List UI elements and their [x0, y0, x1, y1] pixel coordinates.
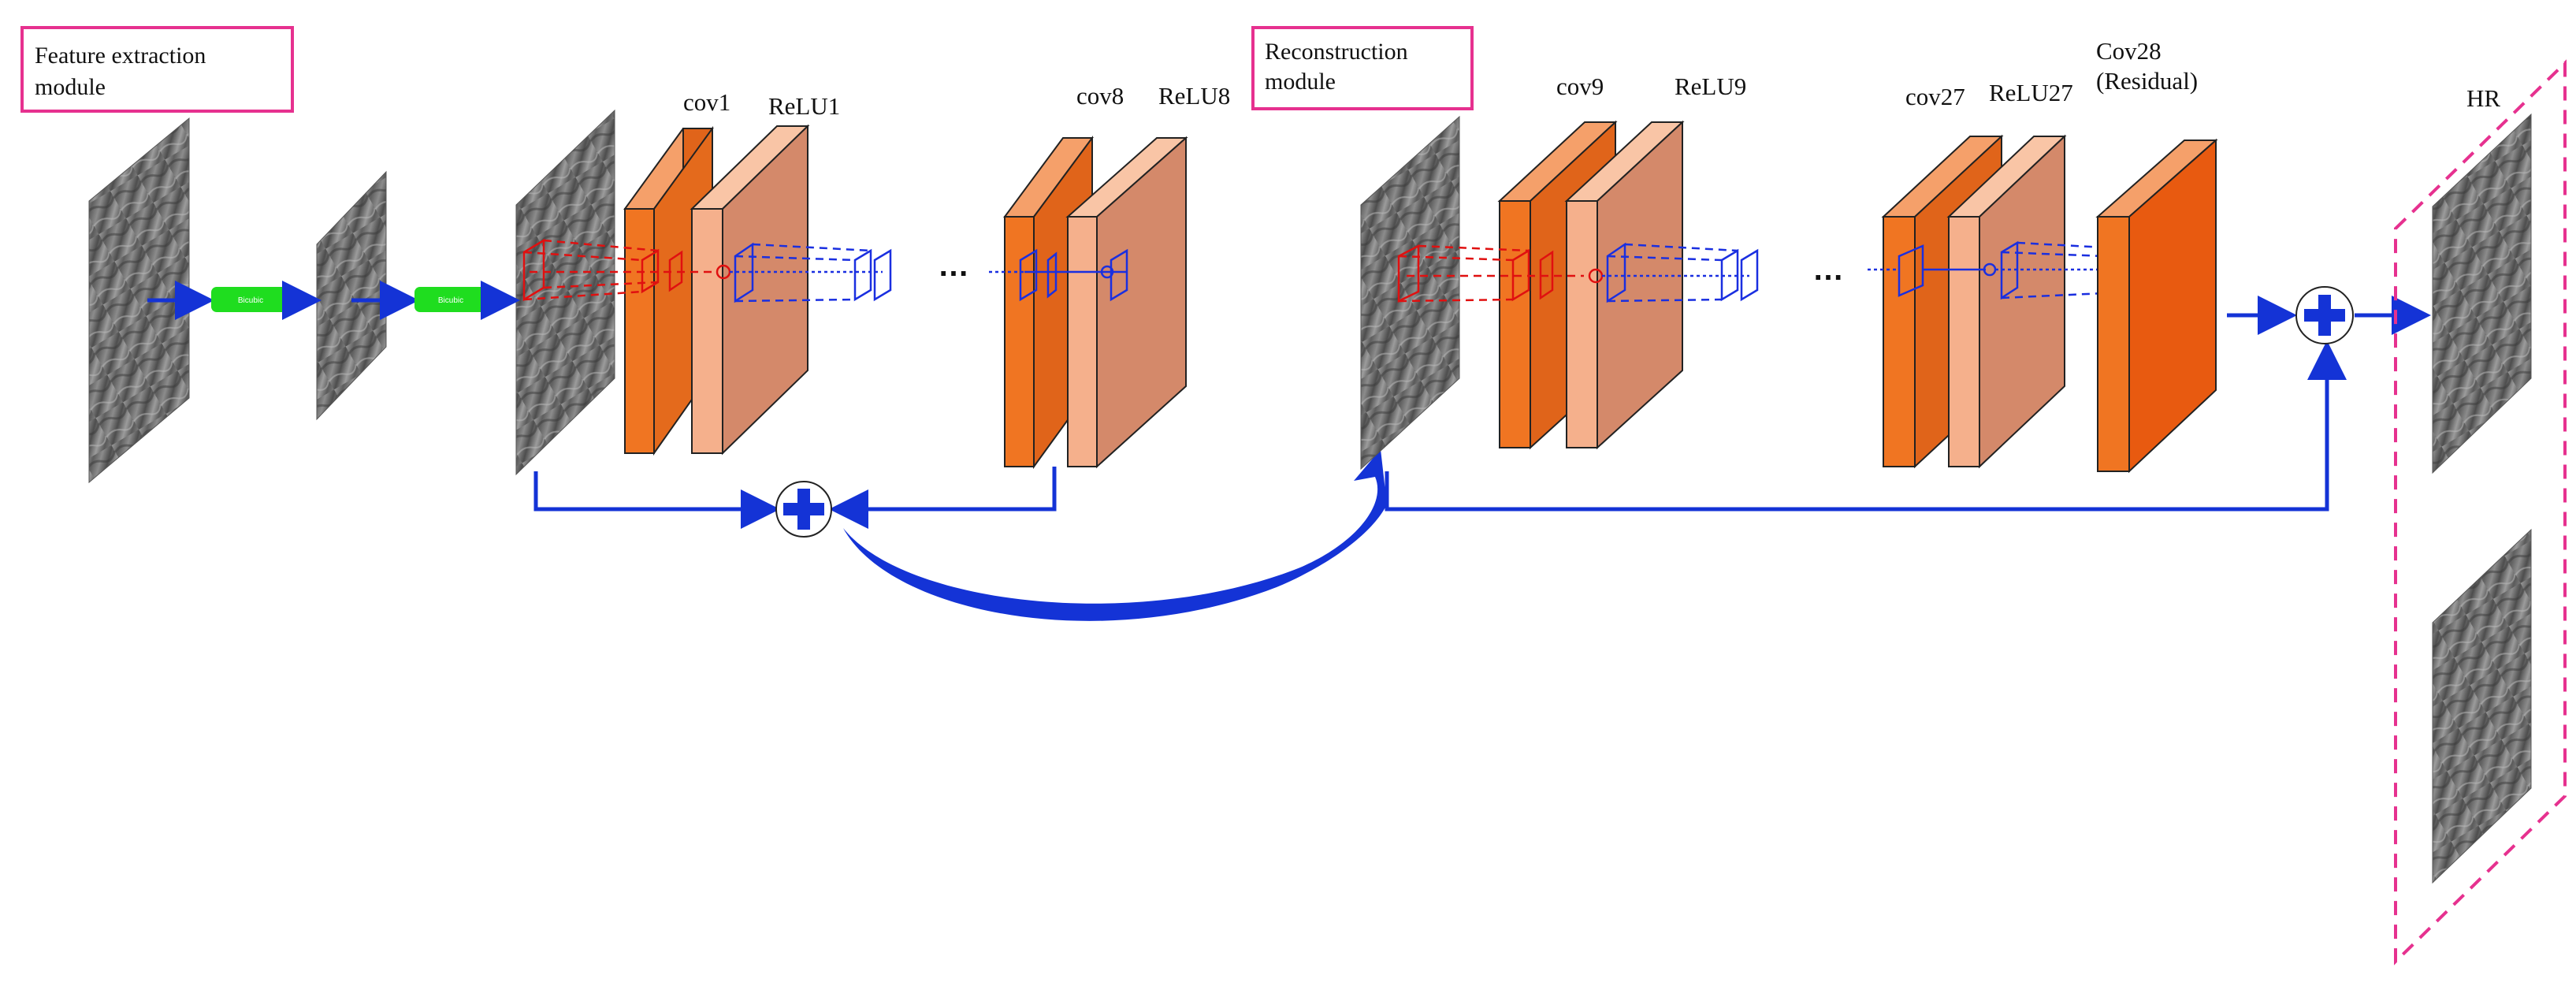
cov9-label: cov9 — [1556, 73, 1604, 100]
blue-kernel-9 — [1602, 242, 1759, 303]
relu9-layer — [1564, 120, 1685, 450]
cov8-label: cov8 — [1076, 82, 1124, 110]
red-kernel-1 — [522, 238, 731, 302]
bicubic-block-1-label: Bicubic — [238, 296, 263, 305]
relu27-label: ReLU27 — [1989, 79, 2073, 106]
intermediate-image — [316, 170, 387, 421]
relu8-layer — [1065, 136, 1188, 469]
input-image-lr — [88, 117, 190, 484]
red-kernel-9 — [1397, 244, 1604, 303]
cov1-label: cov1 — [683, 88, 730, 116]
relu8-label: ReLU8 — [1158, 82, 1230, 110]
blue-kernel-1 — [730, 242, 892, 303]
reconstruction-module-label: Reconstruction module — [1251, 26, 1474, 110]
skip-connection-1-right — [829, 467, 1057, 529]
cov28-residual-layer — [2095, 138, 2218, 474]
cov28-label: Cov28 (Residual) — [2096, 37, 2198, 95]
ellipsis-2: … — [1812, 252, 1844, 287]
hr-output-image-2 — [2432, 528, 2532, 884]
cov28-line2: (Residual) — [2096, 67, 2198, 95]
svg-text:Feature extraction modul: Feature extraction module — [35, 43, 212, 100]
svg-text:Reconstruction module: Reconstruction module — [1265, 39, 1414, 95]
feature-extraction-module-label: Feature extraction module — [20, 26, 294, 113]
hr-output-frame — [2394, 59, 2567, 966]
bicubic-block-2-label: Bicubic — [438, 296, 463, 305]
blue-kernel-8 — [989, 248, 1128, 302]
upsampled-image — [515, 109, 615, 476]
feature-extraction-line1: Feature extraction — [35, 43, 206, 69]
add-node-1 — [775, 481, 832, 538]
cov27-label: cov27 — [1905, 83, 1965, 110]
curved-transfer-arrow — [843, 449, 1387, 621]
reconstruction-line1: Reconstruction — [1265, 39, 1408, 65]
hr-output-image-1 — [2432, 113, 2532, 474]
ellipsis-1: … — [938, 248, 969, 283]
relu1-layer — [690, 124, 810, 456]
add-node-2 — [2295, 286, 2354, 344]
reconstruction-input-image — [1360, 115, 1460, 471]
relu1-label: ReLU1 — [768, 92, 840, 120]
skip-connection-1-left — [533, 471, 780, 529]
relu9-label: ReLU9 — [1675, 73, 1746, 100]
global-skip-connection — [1385, 340, 2347, 512]
reconstruction-line2: module — [1265, 69, 1336, 95]
bicubic-block-2 — [414, 287, 487, 312]
relu27-layer — [1946, 134, 2067, 469]
cov28-line1: Cov28 — [2096, 37, 2162, 65]
feature-extraction-line2: module — [35, 74, 106, 100]
hr-label: HR — [2466, 84, 2500, 112]
bicubic-block-1 — [211, 287, 290, 312]
